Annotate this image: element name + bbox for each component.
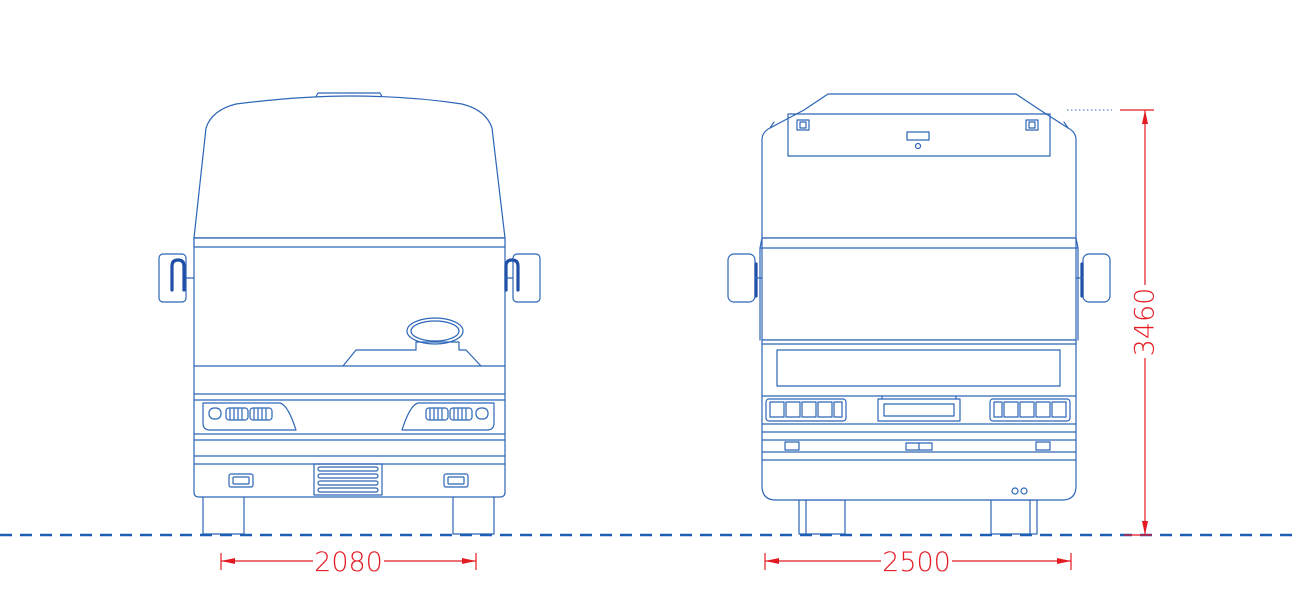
front-grille: [313, 463, 383, 496]
front-lamps-right: [425, 407, 489, 421]
front-lamps-left: [208, 407, 273, 421]
rear-taillights-left: [765, 398, 847, 422]
front-view-bus: [158, 92, 541, 535]
front-lower-body: [193, 237, 506, 498]
dimension-label-2080: 2080: [314, 547, 383, 578]
rear-lower-body: [761, 237, 1077, 341]
front-foglight-left: [228, 473, 254, 488]
rear-taillights-right: [989, 398, 1071, 422]
rear-plate-panel: [776, 349, 1061, 387]
front-mirror-right: [504, 253, 541, 303]
dimension-2080: 2080: [220, 547, 477, 578]
dimension-label-2500: 2500: [882, 547, 951, 578]
front-foglight-right: [443, 473, 469, 488]
front-dashboard: [342, 341, 482, 367]
dimension-label-3460: 3460: [1130, 288, 1161, 357]
front-beltline: [193, 237, 506, 248]
front-mirror-left: [158, 253, 195, 303]
dimension-2500: 2500: [764, 547, 1072, 578]
front-headlight-right: [401, 402, 495, 431]
rear-upper-panel: [787, 113, 1051, 157]
front-headlight-left: [202, 402, 297, 431]
rear-bumper-module: [761, 339, 1077, 501]
rear-plate-light: [877, 395, 961, 422]
rear-roof: [761, 93, 1077, 239]
rear-view-bus: [727, 93, 1111, 535]
rear-mirror-left: [727, 253, 763, 303]
dimension-3460: 3460: [1067, 109, 1161, 536]
rear-wheels: [798, 499, 1038, 535]
steering-wheel: [406, 317, 464, 345]
front-upper-body: [193, 95, 506, 239]
rear-mirror-right: [1075, 253, 1111, 303]
